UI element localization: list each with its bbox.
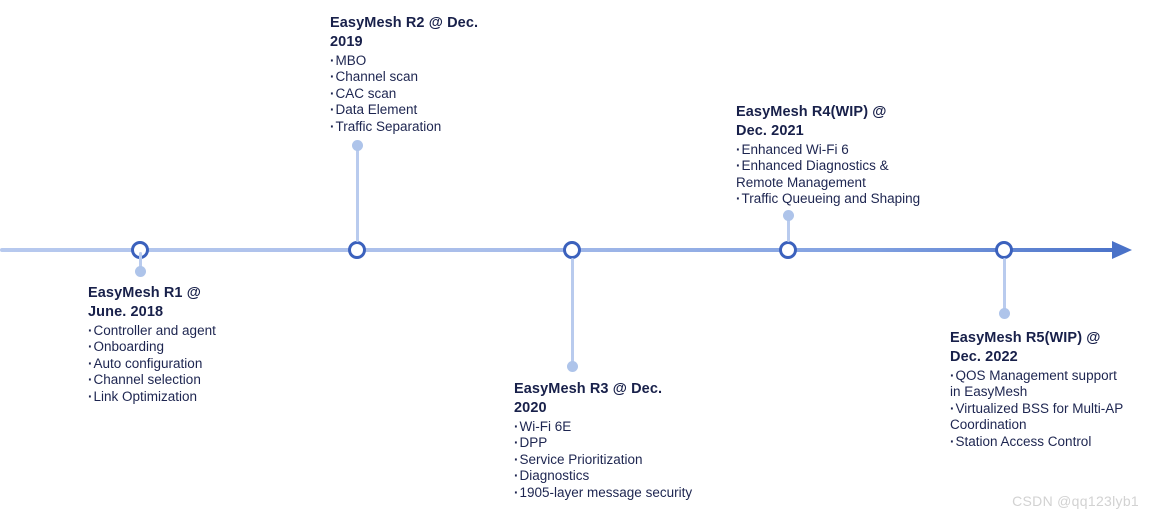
list-item: Diagnostics (514, 468, 774, 484)
list-item: DPP (514, 435, 774, 451)
list-item: Channel selection (88, 372, 318, 388)
list-item: Auto configuration (88, 356, 318, 372)
list-item: CAC scan (330, 86, 580, 102)
timeline-axis-line (0, 248, 1120, 252)
circle-marker-icon (995, 241, 1013, 259)
list-item: Link Optimization (88, 389, 318, 405)
milestone-bullets-r5: QOS Management support in EasyMesh Virtu… (950, 368, 1150, 450)
milestone-bullets-r3: Wi-Fi 6E DPP Service Prioritization Diag… (514, 419, 774, 501)
connector-dot-r5 (998, 308, 1010, 319)
milestone-title-r1: EasyMesh R1 @ June. 2018 (88, 285, 201, 320)
list-item: Channel scan (330, 69, 580, 85)
milestone-title-r4: EasyMesh R4(WIP) @ Dec. 2021 (736, 104, 887, 139)
connector-stem-r3 (570, 258, 574, 366)
list-item: Virtualized BSS for Multi-AP Coordinatio… (950, 401, 1150, 434)
milestone-block-r3: EasyMesh R3 @ Dec. 2020 Wi-Fi 6E DPP Ser… (514, 380, 774, 501)
list-item: Enhanced Wi-Fi 6 (736, 142, 986, 158)
connector-dot-r4 (782, 210, 794, 221)
list-item: Onboarding (88, 339, 318, 355)
circle-marker-icon (779, 241, 797, 259)
list-item: Data Element (330, 102, 580, 118)
milestone-title-r5: EasyMesh R5(WIP) @ Dec. 2022 (950, 330, 1101, 365)
list-item: QOS Management support in EasyMesh (950, 368, 1150, 401)
milestone-title-r2: EasyMesh R2 @ Dec. 2019 (330, 15, 479, 50)
list-item: Service Prioritization (514, 452, 774, 468)
list-item: Station Access Control (950, 434, 1150, 450)
connector-stem-r4 (786, 216, 790, 242)
connector-stem-r2 (355, 146, 359, 242)
timeline-arrow-icon (1112, 241, 1132, 259)
list-item: Wi-Fi 6E (514, 419, 774, 435)
connector-dot-r3 (566, 361, 578, 372)
circle-marker-icon (563, 241, 581, 259)
connector-dot-r1 (134, 266, 146, 277)
list-item: MBO (330, 53, 580, 69)
list-item: 1905-layer message security (514, 485, 774, 501)
milestone-bullets-r4: Enhanced Wi-Fi 6 Enhanced Diagnostics & … (736, 142, 986, 208)
list-item: Enhanced Diagnostics & Remote Management (736, 158, 986, 191)
watermark: CSDN @qq123lyb1 (1012, 493, 1139, 509)
milestone-block-r1: EasyMesh R1 @ June. 2018 Controller and … (88, 284, 318, 405)
milestone-title-r3: EasyMesh R3 @ Dec. 2020 (514, 381, 663, 416)
connector-stem-r5 (1002, 258, 1006, 313)
milestone-bullets-r1: Controller and agent Onboarding Auto con… (88, 323, 318, 405)
connector-stem-r1 (138, 252, 142, 270)
list-item: Traffic Queueing and Shaping (736, 191, 986, 207)
milestone-bullets-r2: MBO Channel scan CAC scan Data Element T… (330, 53, 580, 135)
milestone-block-r4: EasyMesh R4(WIP) @ Dec. 2021 Enhanced Wi… (736, 103, 986, 208)
list-item: Traffic Separation (330, 119, 580, 135)
milestone-block-r2: EasyMesh R2 @ Dec. 2019 MBO Channel scan… (330, 14, 580, 135)
milestone-block-r5: EasyMesh R5(WIP) @ Dec. 2022 QOS Managem… (950, 329, 1150, 450)
connector-dot-r2 (351, 140, 363, 151)
list-item: Controller and agent (88, 323, 318, 339)
circle-marker-icon (348, 241, 366, 259)
